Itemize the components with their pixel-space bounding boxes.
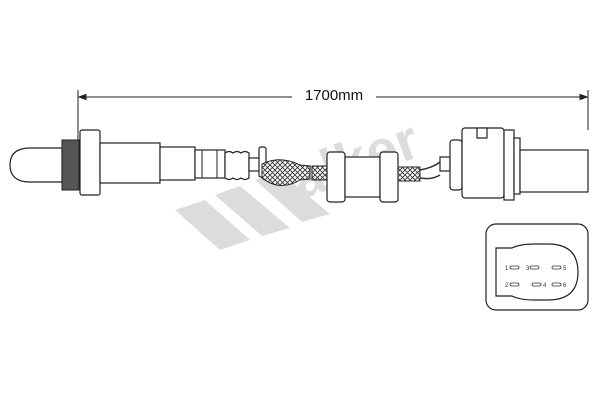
- connector-face-inset: 1 2 3 4 5 6: [485, 223, 589, 311]
- oxygen-sensor: [9, 127, 589, 203]
- sensor-bands: [194, 149, 226, 179]
- connector-plug: [519, 149, 589, 193]
- sensor-thread: [61, 139, 80, 191]
- pin-label: 4: [543, 283, 547, 289]
- pin-label: 3: [526, 266, 530, 272]
- pin-label: 2: [505, 283, 509, 289]
- length-label: 1700mm: [292, 87, 376, 104]
- pin-label: 6: [563, 283, 567, 289]
- grommet: [326, 151, 346, 203]
- wires: [419, 161, 441, 180]
- sensor-body: [99, 142, 161, 184]
- pin-label: 1: [505, 266, 509, 272]
- corrugated-boot: [224, 150, 250, 181]
- braided-cable: [261, 159, 311, 186]
- hex-nut: [79, 129, 101, 196]
- sensor-tip: [9, 147, 63, 183]
- pin-label: 5: [563, 266, 567, 272]
